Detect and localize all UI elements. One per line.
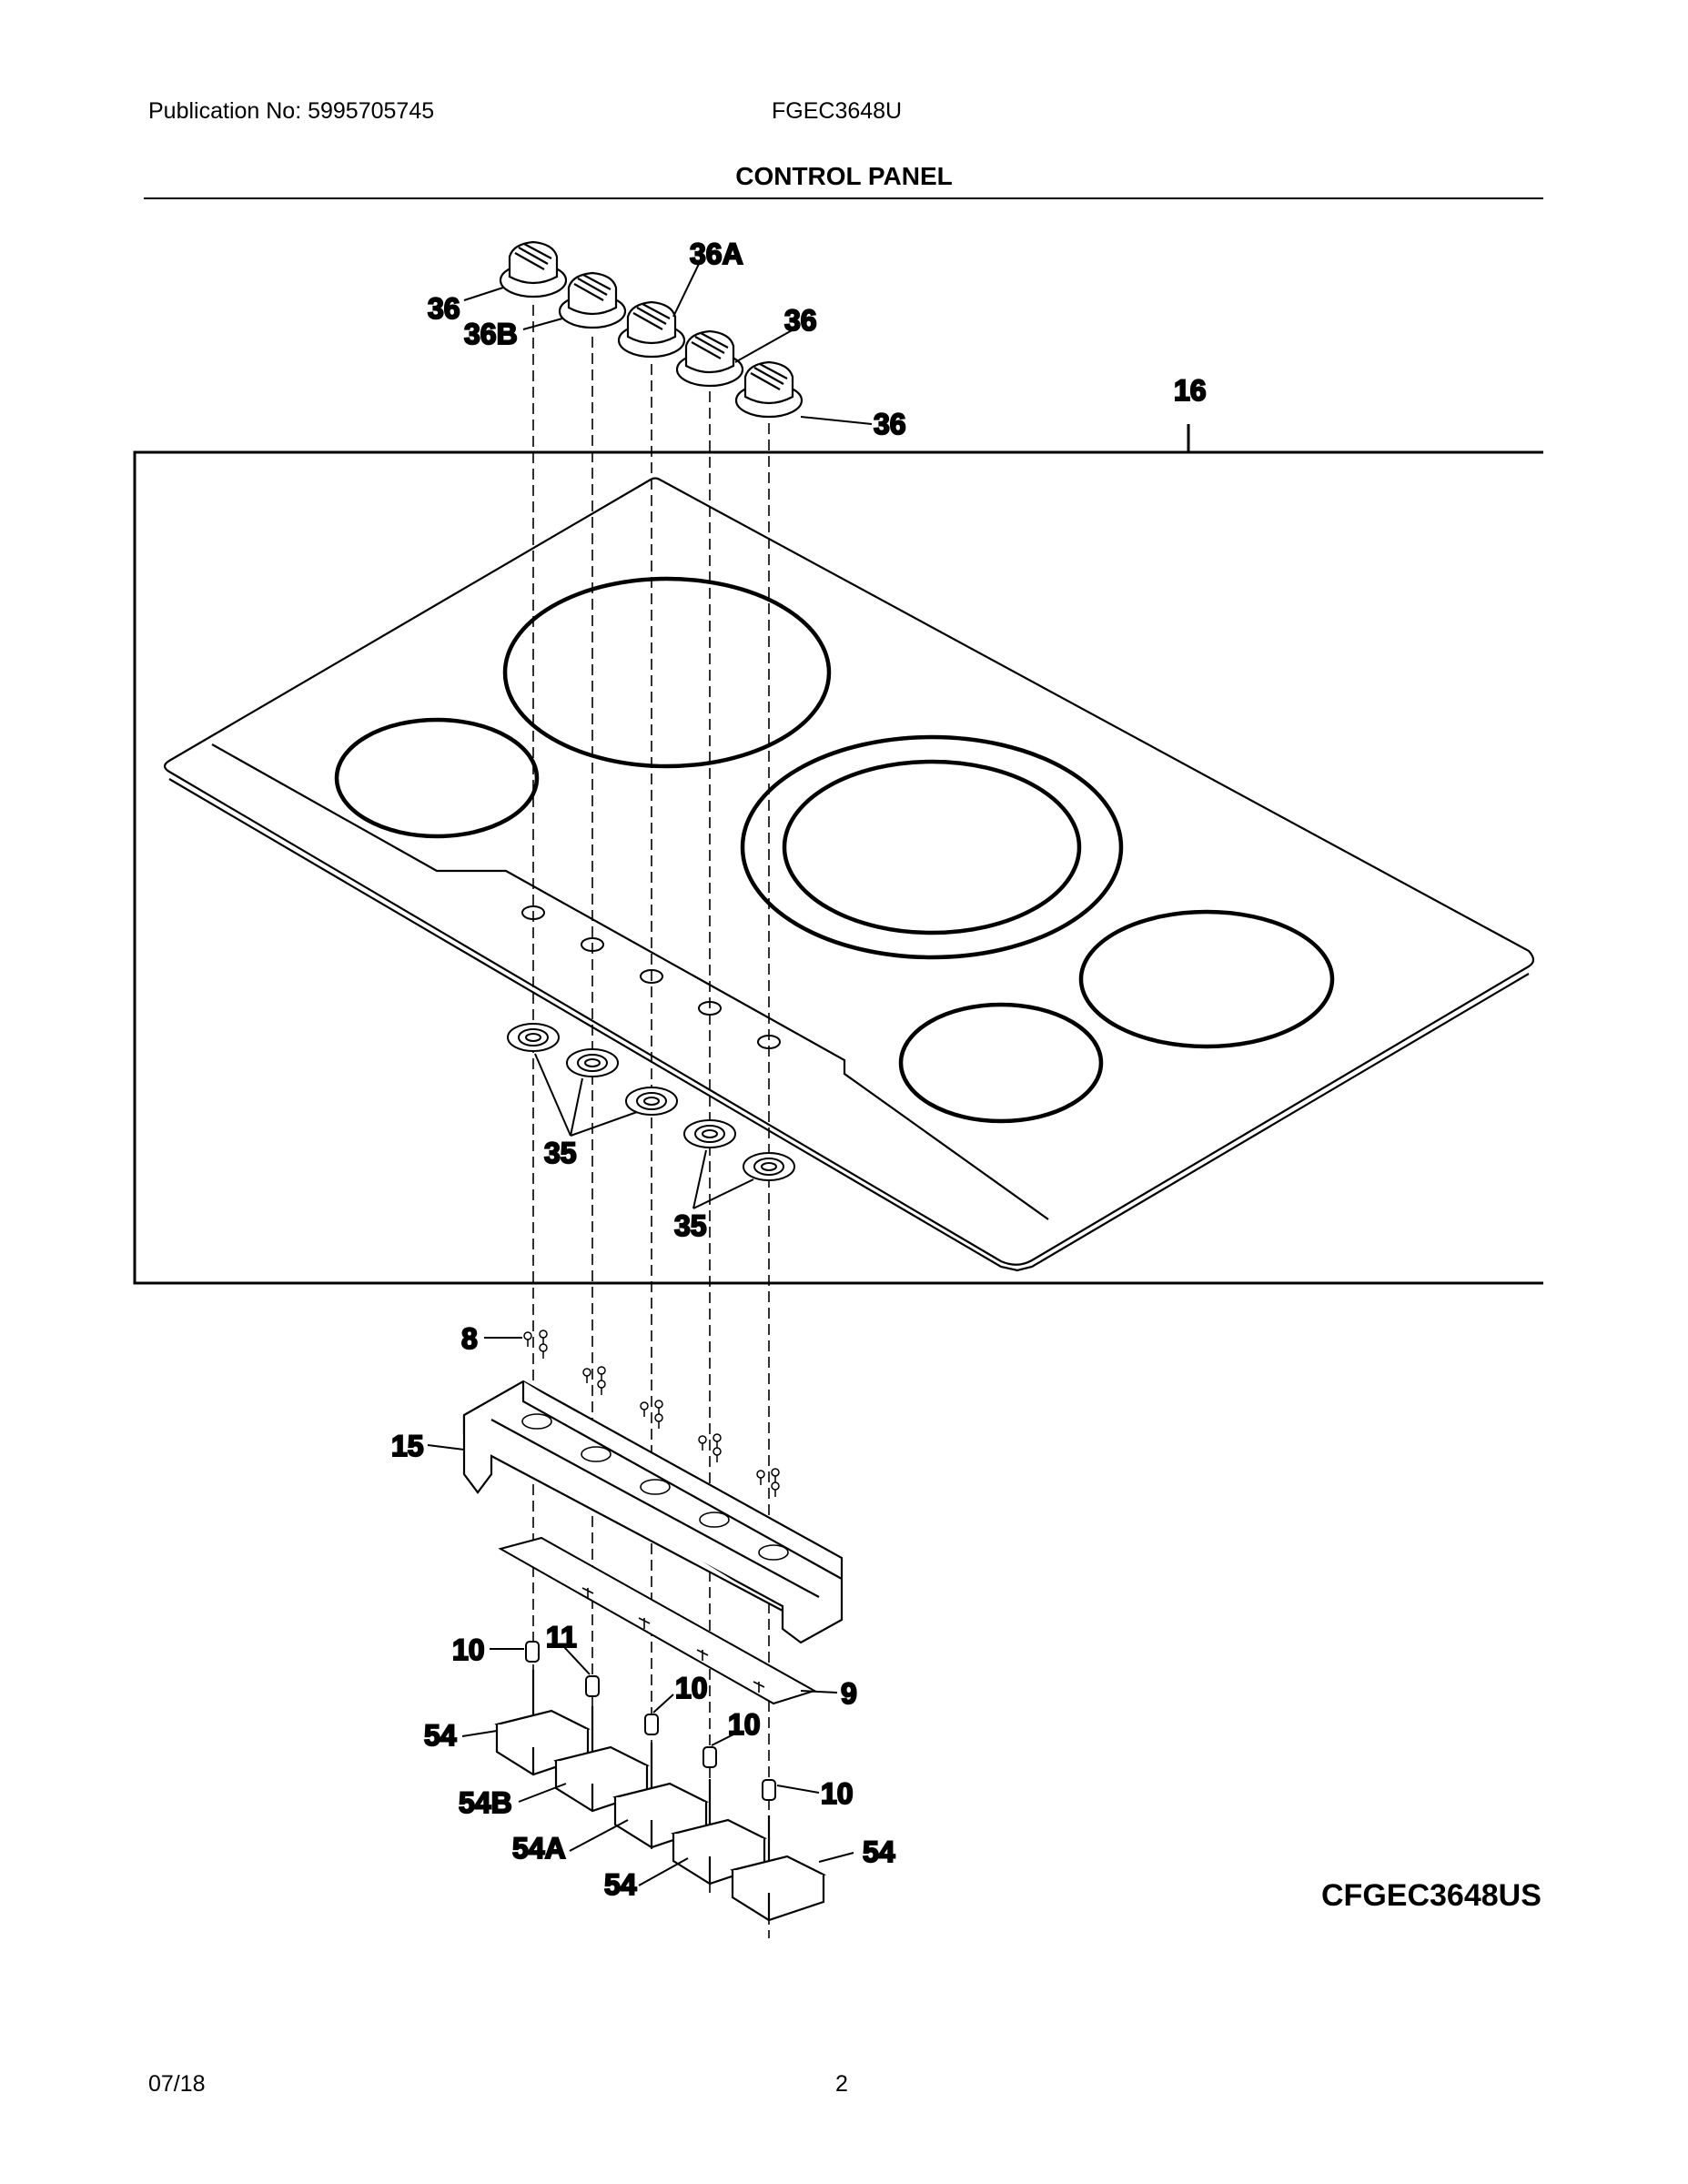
callout-16: 16 xyxy=(1174,374,1207,407)
callout-10: 10 xyxy=(452,1633,485,1666)
glass-cooktop xyxy=(163,477,1535,1272)
shaft-couplers xyxy=(525,1641,776,1801)
screws xyxy=(523,1330,780,1497)
knob-leaders xyxy=(463,263,873,425)
callout-8: 8 xyxy=(461,1322,478,1355)
callout-35: 35 xyxy=(544,1137,577,1169)
callout-54a: 54A xyxy=(512,1832,566,1865)
callout-36: 36 xyxy=(428,292,460,325)
callout-36a: 36A xyxy=(690,238,743,270)
burner-center-inner xyxy=(782,759,1082,935)
callout-54b: 54B xyxy=(459,1786,512,1819)
bracket-leader xyxy=(427,1444,465,1451)
callout-11: 11 xyxy=(546,1621,577,1653)
callout-54: 54 xyxy=(863,1835,895,1868)
callout-9: 9 xyxy=(841,1677,857,1710)
knob-group xyxy=(499,240,804,419)
seals xyxy=(507,1023,795,1181)
callout-10: 10 xyxy=(821,1777,854,1810)
cooktop-frame xyxy=(133,424,1543,1285)
knob-icon xyxy=(499,240,568,298)
burner-rear-right xyxy=(1078,909,1335,1049)
page-number: 2 xyxy=(835,2071,848,2097)
callout-35: 35 xyxy=(674,1209,707,1242)
callout-15: 15 xyxy=(391,1430,424,1462)
header-rule xyxy=(144,197,1543,199)
footer-date: 07/18 xyxy=(148,2071,206,2097)
burner-rear-left xyxy=(502,576,832,769)
model-number: FGEC3648U xyxy=(772,98,903,124)
alignment-lines xyxy=(532,305,770,1938)
knob-icon xyxy=(617,300,686,359)
callout-36b: 36B xyxy=(464,318,518,350)
seal-leaders xyxy=(534,1053,754,1209)
callout-54: 54 xyxy=(604,1868,637,1901)
callout-36: 36 xyxy=(784,304,817,337)
switch-leaders xyxy=(461,1730,854,1886)
burner-elements xyxy=(334,576,1335,1124)
callout-36: 36 xyxy=(874,408,906,440)
knob-holes xyxy=(521,905,781,1049)
bracket-cutouts xyxy=(521,1413,789,1561)
publication-number: Publication No: 5995705745 xyxy=(148,98,435,124)
diagram-code: CFGEC3648US xyxy=(1321,1878,1541,1913)
knob-icon xyxy=(734,360,804,419)
knob-icon xyxy=(675,329,744,388)
callout-54: 54 xyxy=(424,1719,457,1752)
callout-10: 10 xyxy=(728,1708,761,1741)
knob-icon xyxy=(558,271,627,329)
section-title: CONTROL PANEL xyxy=(735,162,953,190)
burner-front-right xyxy=(898,1002,1104,1124)
burner-center-outer xyxy=(740,734,1124,960)
burner-front-left xyxy=(334,717,540,839)
shaft-leaders xyxy=(490,1646,820,1794)
plate-leader xyxy=(800,1690,838,1694)
switch-bracket xyxy=(462,1380,844,1644)
infinite-switches xyxy=(494,1670,826,1922)
callout-10: 10 xyxy=(675,1672,708,1704)
